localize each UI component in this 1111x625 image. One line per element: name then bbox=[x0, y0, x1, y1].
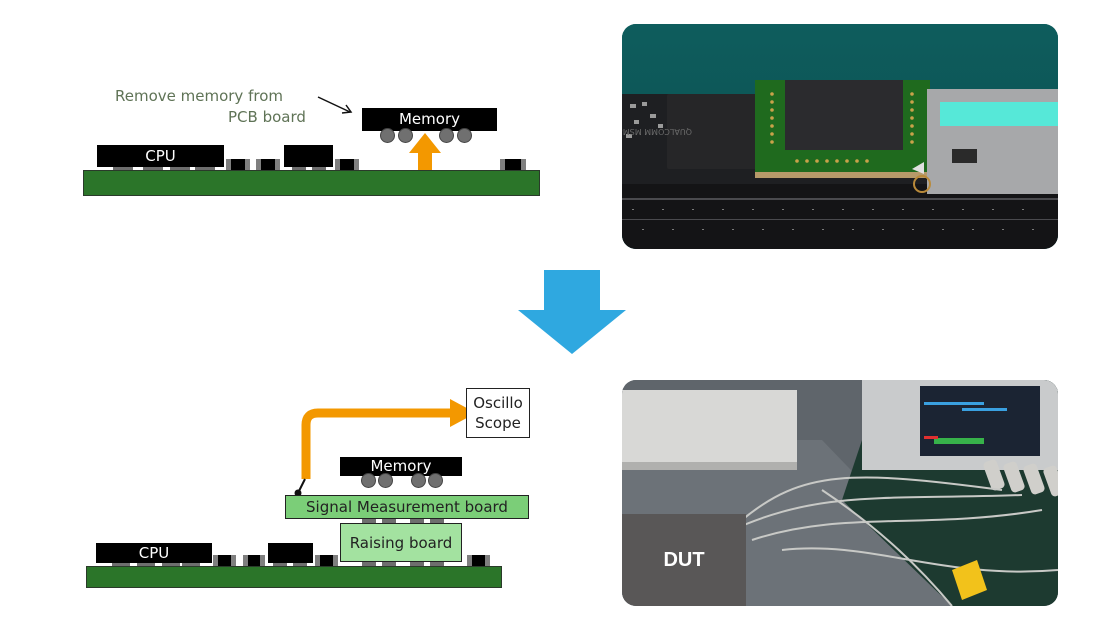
cpu-leg bbox=[143, 167, 163, 171]
scope-label-line1: Oscillo bbox=[473, 394, 523, 412]
memory-chip: Memory bbox=[362, 108, 497, 131]
smd-component bbox=[467, 555, 490, 566]
connector-leg bbox=[410, 519, 424, 523]
solder-ball bbox=[439, 128, 454, 143]
smd-component bbox=[335, 159, 359, 171]
memory-chip: Memory bbox=[340, 457, 462, 476]
scope-label-line2: Scope bbox=[475, 414, 521, 432]
raising-board: Raising board bbox=[340, 523, 462, 562]
ic-leg bbox=[273, 563, 287, 567]
cpu-leg bbox=[113, 167, 133, 171]
annotation-text-line1: Remove memory from bbox=[115, 87, 283, 105]
cpu-chip: CPU bbox=[97, 145, 224, 167]
svg-text:QUALCOMM MSM8212: QUALCOMM MSM8212 bbox=[622, 127, 692, 136]
cpu-leg bbox=[112, 563, 130, 567]
ic-leg bbox=[312, 167, 326, 171]
cpu-leg bbox=[182, 563, 200, 567]
pcb-board bbox=[83, 170, 540, 196]
signal-measurement-board: Signal Measurement board bbox=[285, 495, 529, 519]
signal-path-arrow-icon bbox=[294, 399, 476, 497]
solder-ball bbox=[398, 128, 413, 143]
annotation-text-line2: PCB board bbox=[228, 108, 306, 126]
smd-component bbox=[226, 159, 250, 171]
photo-illustration: QUALCOMM MSM8212 bbox=[622, 24, 1058, 249]
dut-label: DUT bbox=[622, 514, 746, 606]
connector-leg bbox=[430, 519, 444, 523]
solder-ball bbox=[457, 128, 472, 143]
smd-component bbox=[213, 555, 236, 566]
solder-ball bbox=[411, 473, 426, 488]
connector-leg bbox=[410, 562, 424, 566]
connector-leg bbox=[382, 519, 396, 523]
pcb-board bbox=[86, 566, 502, 588]
oscilloscope-setup-photo: DUT bbox=[622, 380, 1058, 606]
connector-leg bbox=[362, 519, 376, 523]
smd-component bbox=[500, 159, 526, 171]
connector-leg bbox=[382, 562, 396, 566]
ic-chip bbox=[284, 145, 333, 167]
cpu-leg bbox=[162, 563, 180, 567]
connector-leg bbox=[362, 562, 376, 566]
cpu-leg bbox=[170, 167, 190, 171]
ic-leg bbox=[293, 563, 307, 567]
photo-illustration bbox=[622, 380, 1058, 606]
cpu-leg bbox=[137, 563, 155, 567]
lift-arrow-icon bbox=[409, 133, 441, 176]
memory-adapter-photo: QUALCOMM MSM8212 bbox=[622, 24, 1058, 249]
ic-chip bbox=[268, 543, 313, 563]
solder-ball bbox=[428, 473, 443, 488]
ic-leg bbox=[292, 167, 306, 171]
solder-ball bbox=[378, 473, 393, 488]
smd-component bbox=[243, 555, 265, 566]
down-arrow-icon bbox=[518, 270, 626, 354]
cpu-chip: CPU bbox=[96, 543, 212, 563]
oscilloscope-box: Oscillo Scope bbox=[466, 388, 530, 438]
smd-component bbox=[315, 555, 338, 566]
connector-leg bbox=[430, 562, 444, 566]
cpu-leg bbox=[195, 167, 215, 171]
solder-ball bbox=[361, 473, 376, 488]
solder-ball bbox=[380, 128, 395, 143]
smd-component bbox=[256, 159, 280, 171]
annotation-arrow-icon bbox=[317, 96, 353, 114]
